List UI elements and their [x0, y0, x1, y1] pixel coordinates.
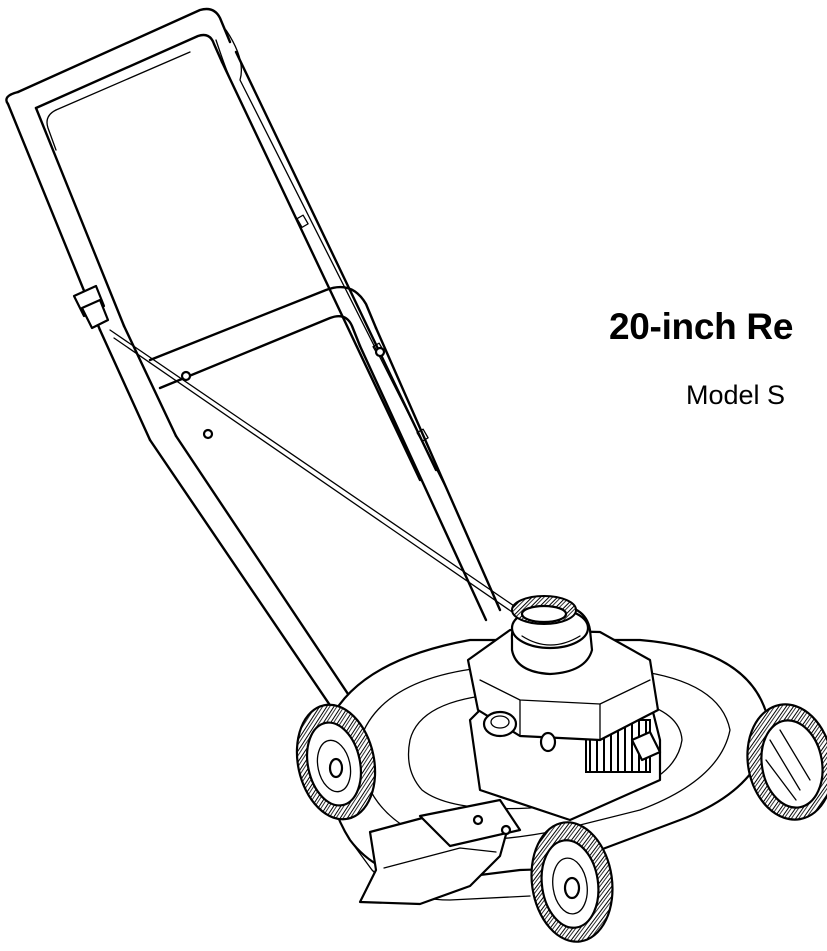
discharge-chute — [358, 798, 522, 906]
throttle-control — [72, 284, 521, 617]
rear-wheel-left — [295, 703, 377, 821]
rear-wheel-right — [511, 595, 577, 625]
front-wheel-left — [530, 821, 614, 943]
lower-handle — [98, 285, 502, 722]
model-number: Model S — [686, 380, 786, 410]
engine — [466, 602, 662, 822]
upper-handle — [5, 7, 453, 501]
manual-title: 20-inch Re — [609, 306, 794, 347]
front-wheel-right — [746, 703, 827, 821]
